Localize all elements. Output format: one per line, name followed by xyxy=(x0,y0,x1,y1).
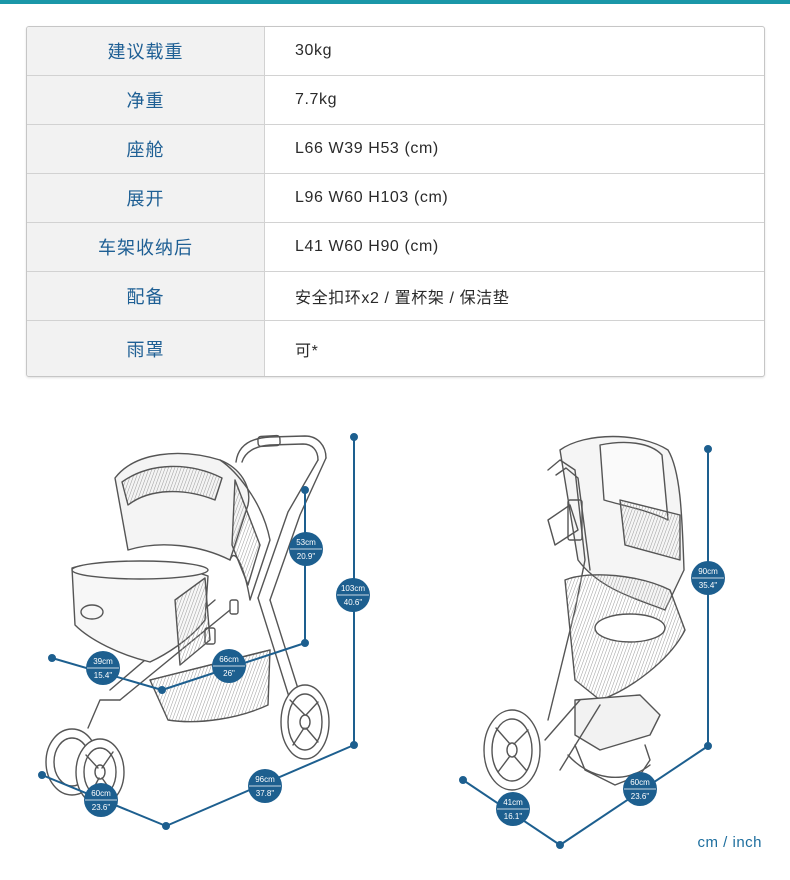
spec-row-unfolded: 展开 L96 W60 H103 (cm) xyxy=(27,174,764,223)
open-stroller-illustration xyxy=(45,434,330,806)
badge-total-length: 96cm 37.8" xyxy=(248,769,282,803)
badge-cm: 41cm xyxy=(503,798,523,807)
badge-cm: 96cm xyxy=(255,775,275,784)
badge-folded-width: 60cm 23.6" xyxy=(623,772,657,806)
spec-value: 可* xyxy=(295,342,319,360)
badge-cm: 53cm xyxy=(296,538,316,547)
spec-value: L66 W39 H53 (cm) xyxy=(295,140,439,157)
spec-row-recommended-load: 建议载重 30kg xyxy=(27,27,764,76)
spec-label: 雨罩 xyxy=(27,321,265,376)
spec-row-cabin: 座舱 L66 W39 H53 (cm) xyxy=(27,125,764,174)
badge-inch: 20.9" xyxy=(297,552,316,561)
badge-folded-length: 41cm 16.1" xyxy=(496,792,530,826)
badge-cm: 39cm xyxy=(93,657,113,666)
badge-folded-height: 90cm 35.4" xyxy=(691,561,725,595)
badge-inch: 35.4" xyxy=(699,581,718,590)
badge-cabin-height: 53cm 20.9" xyxy=(289,532,323,566)
stroller-dimension-diagram: 53cm 20.9" 103cm 40.6" 39cm 15.4" 66cm 2… xyxy=(38,433,725,849)
badge-inch: 23.6" xyxy=(631,792,650,801)
spec-row-net-weight: 净重 7.7kg xyxy=(27,76,764,125)
badge-inch: 26" xyxy=(223,669,235,678)
spec-row-rain-cover: 雨罩 可* xyxy=(27,321,764,376)
spec-table: 建议载重 30kg 净重 7.7kg 座舱 L66 W39 H53 (cm) 展… xyxy=(26,26,765,377)
spec-value: 30kg xyxy=(295,42,333,59)
spec-label: 净重 xyxy=(27,76,265,124)
badge-inch: 40.6" xyxy=(344,598,363,607)
spec-value: 安全扣环x2 / 置杯架 / 保洁垫 xyxy=(295,290,510,307)
badge-total-height: 103cm 40.6" xyxy=(336,578,370,612)
spec-label: 展开 xyxy=(27,174,265,222)
spec-value: L96 W60 H103 (cm) xyxy=(295,189,449,206)
spec-label: 建议载重 xyxy=(27,27,265,75)
badge-inch: 16.1" xyxy=(504,812,523,821)
badge-cm: 60cm xyxy=(630,778,650,787)
badge-cabin-length: 66cm 26" xyxy=(212,649,246,683)
top-accent-bar xyxy=(0,0,790,4)
units-label: cm / inch xyxy=(697,834,762,851)
spec-value: L41 W60 H90 (cm) xyxy=(295,238,439,255)
badge-cm: 90cm xyxy=(698,567,718,576)
badge-inch: 23.6" xyxy=(92,803,111,812)
spec-label: 座舱 xyxy=(27,125,265,173)
badge-total-width: 60cm 23.6" xyxy=(84,783,118,817)
badge-inch: 15.4" xyxy=(94,671,113,680)
badge-cm: 66cm xyxy=(219,655,239,664)
spec-value: 7.7kg xyxy=(295,91,338,108)
spec-label: 车架收纳后 xyxy=(27,223,265,271)
folded-stroller-illustration xyxy=(483,435,686,791)
badge-cm: 103cm xyxy=(341,584,365,593)
spec-label: 配备 xyxy=(27,272,265,320)
badge-cabin-width: 39cm 15.4" xyxy=(86,651,120,685)
spec-row-folded: 车架收纳后 L41 W60 H90 (cm) xyxy=(27,223,764,272)
spec-row-accessories: 配备 安全扣环x2 / 置杯架 / 保洁垫 xyxy=(27,272,764,321)
badge-cm: 60cm xyxy=(91,789,111,798)
badge-inch: 37.8" xyxy=(256,789,275,798)
